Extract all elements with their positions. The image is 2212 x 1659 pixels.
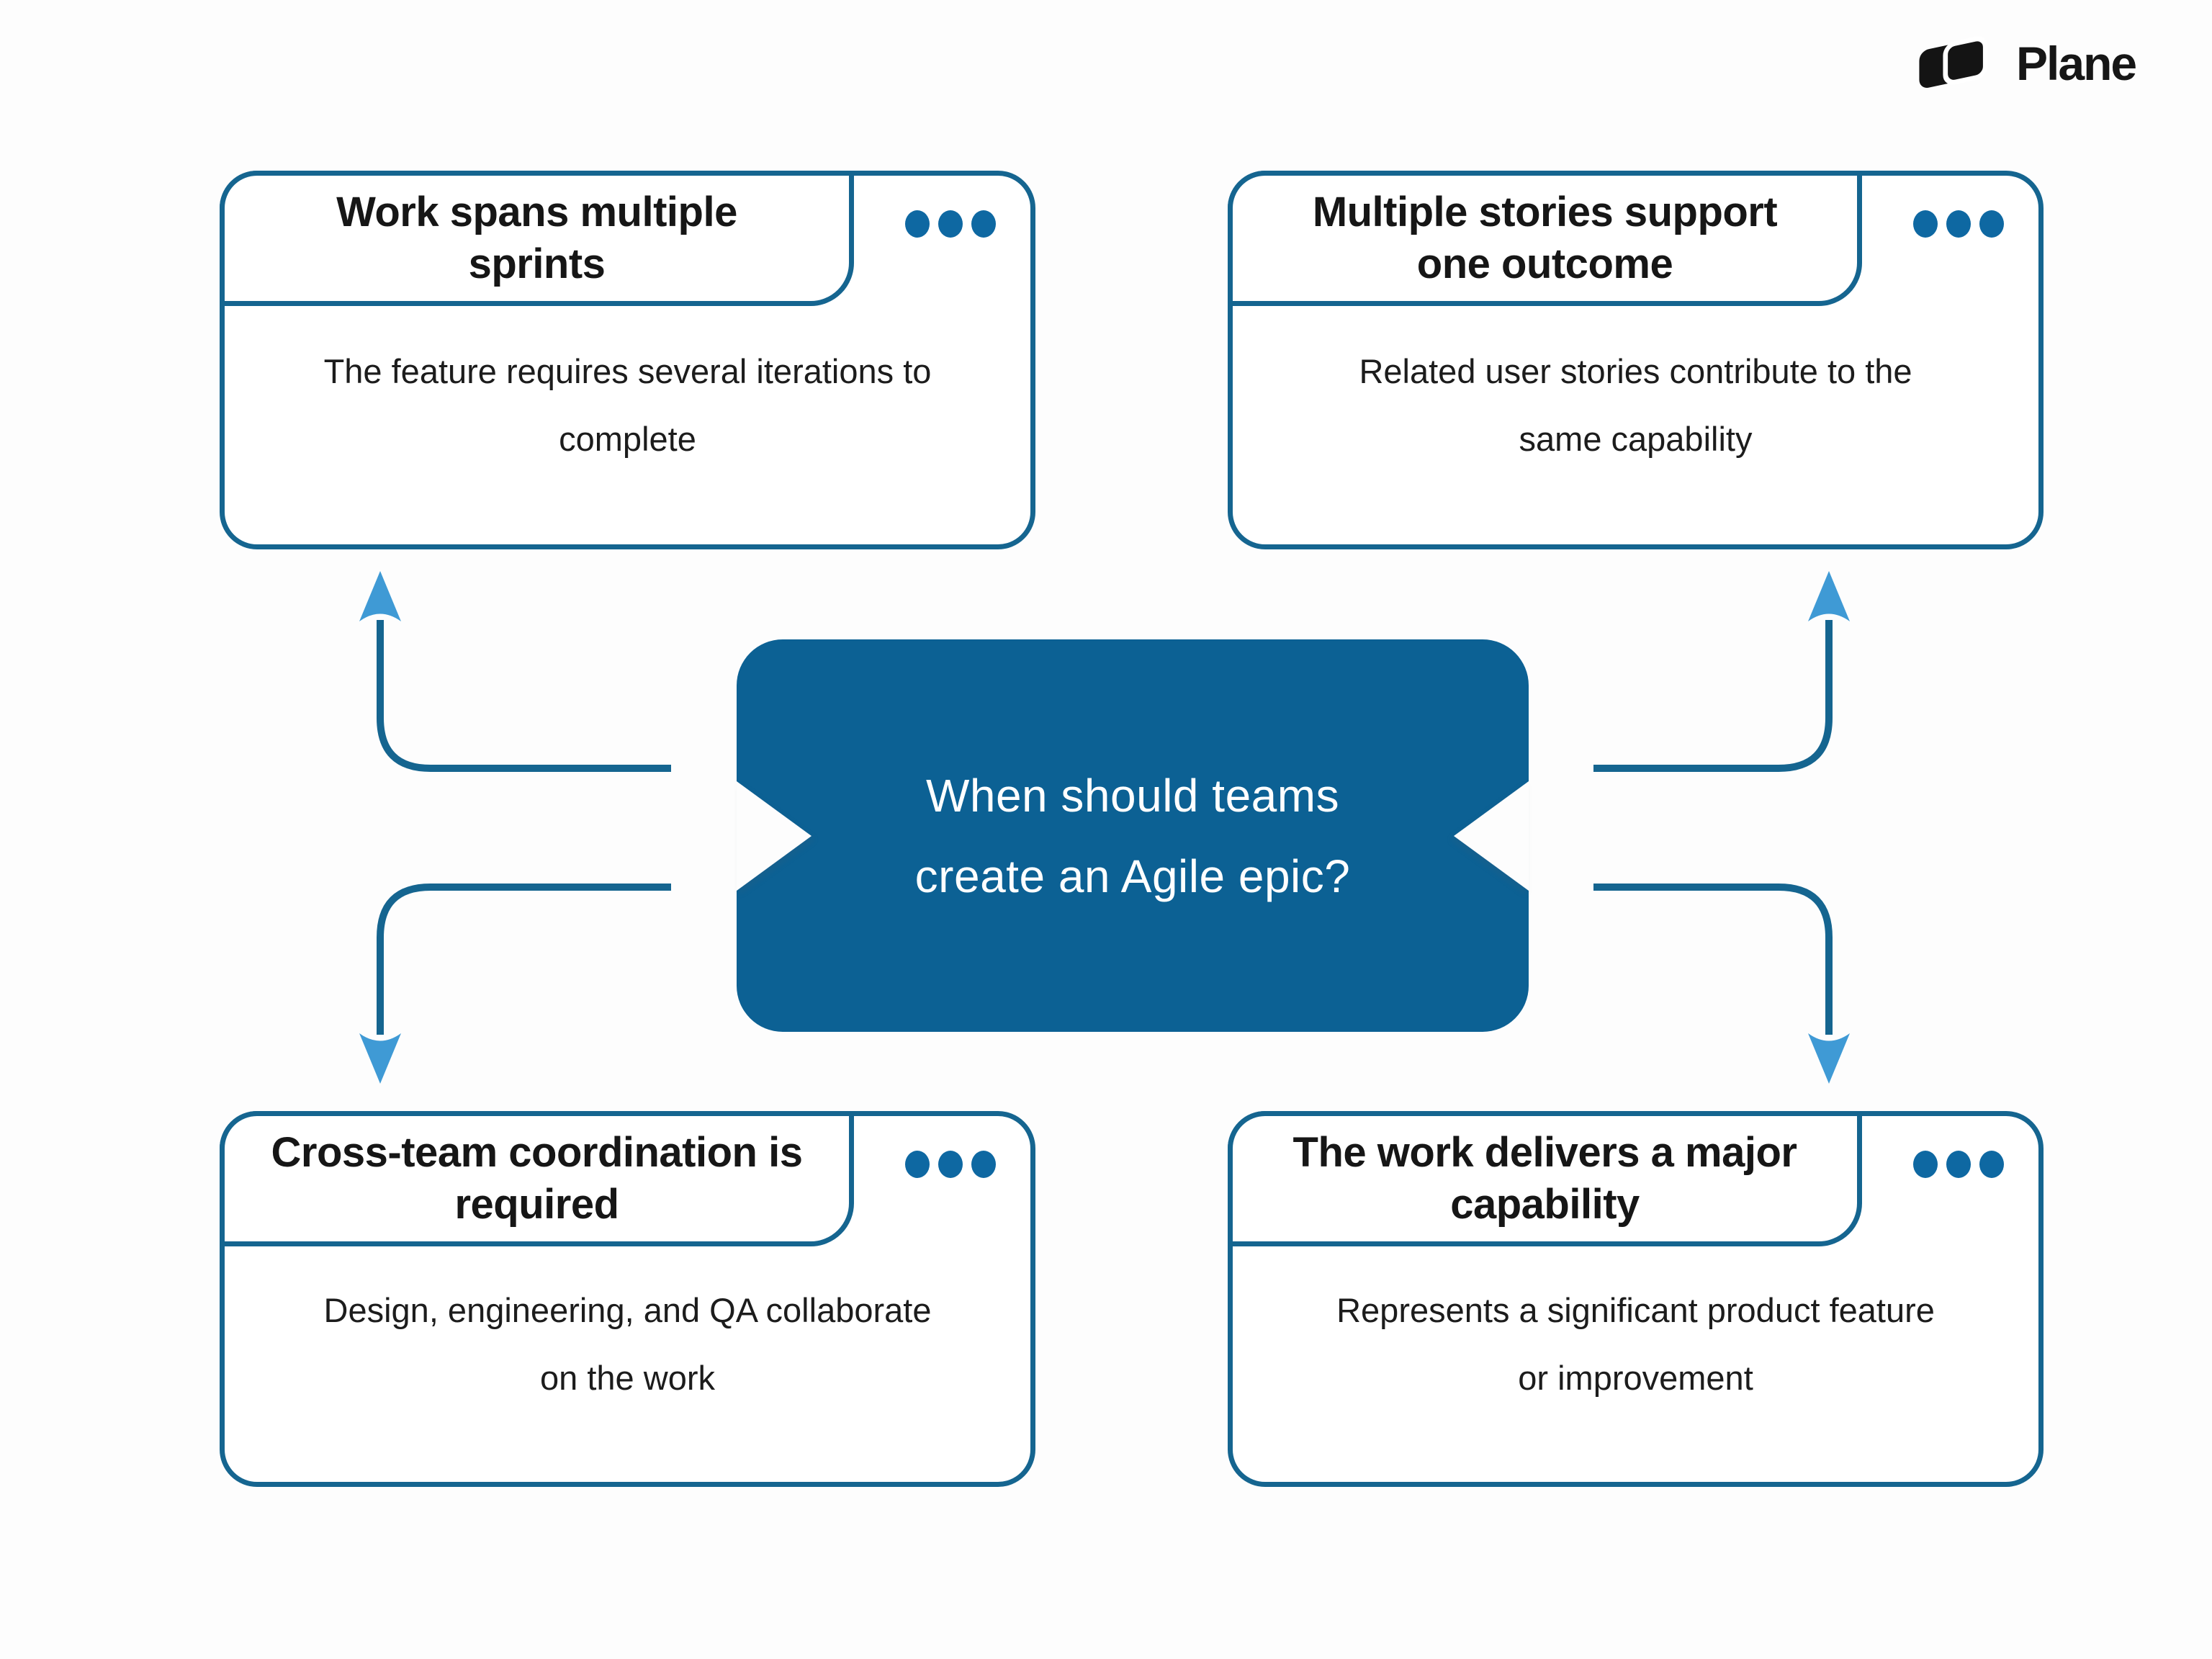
card-body: The feature requires several iterations … (225, 311, 1030, 540)
dot-icon (1979, 1151, 2004, 1178)
dot-icon (971, 1151, 996, 1178)
arrowhead-up-right-icon (1808, 571, 1850, 621)
plane-logo: Plane (1915, 32, 2137, 95)
card-title: The work delivers a major capability (1292, 1129, 1797, 1228)
card-top-right: Multiple stories support one outcome Rel… (1228, 171, 2044, 549)
card-bottom-right-tab: The work delivers a major capability (1228, 1111, 1862, 1246)
card-bottom-left-tab: Cross-team coordination is required (220, 1111, 854, 1246)
arrowhead-down-left-icon (359, 1033, 401, 1084)
arrowhead-down-right-icon (1808, 1033, 1850, 1084)
dot-icon (1913, 1151, 1938, 1178)
card-body-text: The feature requires several iterations … (323, 352, 932, 458)
card-title: Multiple stories support one outcome (1312, 189, 1778, 287)
plane-logo-wordmark: Plane (2016, 37, 2137, 90)
dot-icon (905, 210, 930, 238)
card-body-text: Related user stories contribute to the s… (1359, 352, 1912, 458)
center-question-box: When should teams create an Agile epic? (737, 639, 1529, 1032)
dot-icon (938, 1151, 963, 1178)
dot-icon (971, 210, 996, 238)
dot-icon (1913, 210, 1938, 238)
right-notch-icon (1454, 781, 1529, 891)
card-body: Design, engineering, and QA collaborate … (225, 1251, 1030, 1478)
card-title: Cross-team coordination is required (271, 1129, 803, 1228)
card-bottom-left: Cross-team coordination is required Desi… (220, 1111, 1035, 1487)
card-top-left-tab: Work spans multiple sprints (220, 171, 854, 306)
dot-icon (1979, 210, 2004, 238)
card-body: Related user stories contribute to the s… (1233, 311, 2038, 540)
arrow-line-top-right (1593, 620, 1833, 772)
window-dots-icon (905, 210, 996, 238)
arrow-line-bottom-left (377, 884, 671, 1035)
card-top-right-tab: Multiple stories support one outcome (1228, 171, 1862, 306)
card-bottom-right: The work delivers a major capability Rep… (1228, 1111, 2044, 1487)
dot-icon (1946, 210, 1971, 238)
card-body: Represents a significant product feature… (1233, 1251, 2038, 1478)
arrow-line-top-left (377, 620, 671, 772)
card-top-left: Work spans multiple sprints The feature … (220, 171, 1035, 549)
arrow-line-bottom-right (1593, 884, 1833, 1035)
dot-icon (905, 1151, 930, 1178)
dot-icon (1946, 1151, 1971, 1178)
left-notch-icon (737, 781, 811, 891)
window-dots-icon (1913, 210, 2004, 238)
arrowhead-up-left-icon (359, 571, 401, 621)
card-body-text: Represents a significant product feature… (1336, 1291, 1935, 1397)
plane-logo-icon (1919, 36, 1988, 88)
window-dots-icon (905, 1151, 996, 1178)
center-question-text: When should teams create an Agile epic? (914, 769, 1351, 902)
window-dots-icon (1913, 1151, 2004, 1178)
card-title: Work spans multiple sprints (336, 189, 737, 287)
dot-icon (938, 210, 963, 238)
card-body-text: Design, engineering, and QA collaborate … (323, 1291, 932, 1397)
